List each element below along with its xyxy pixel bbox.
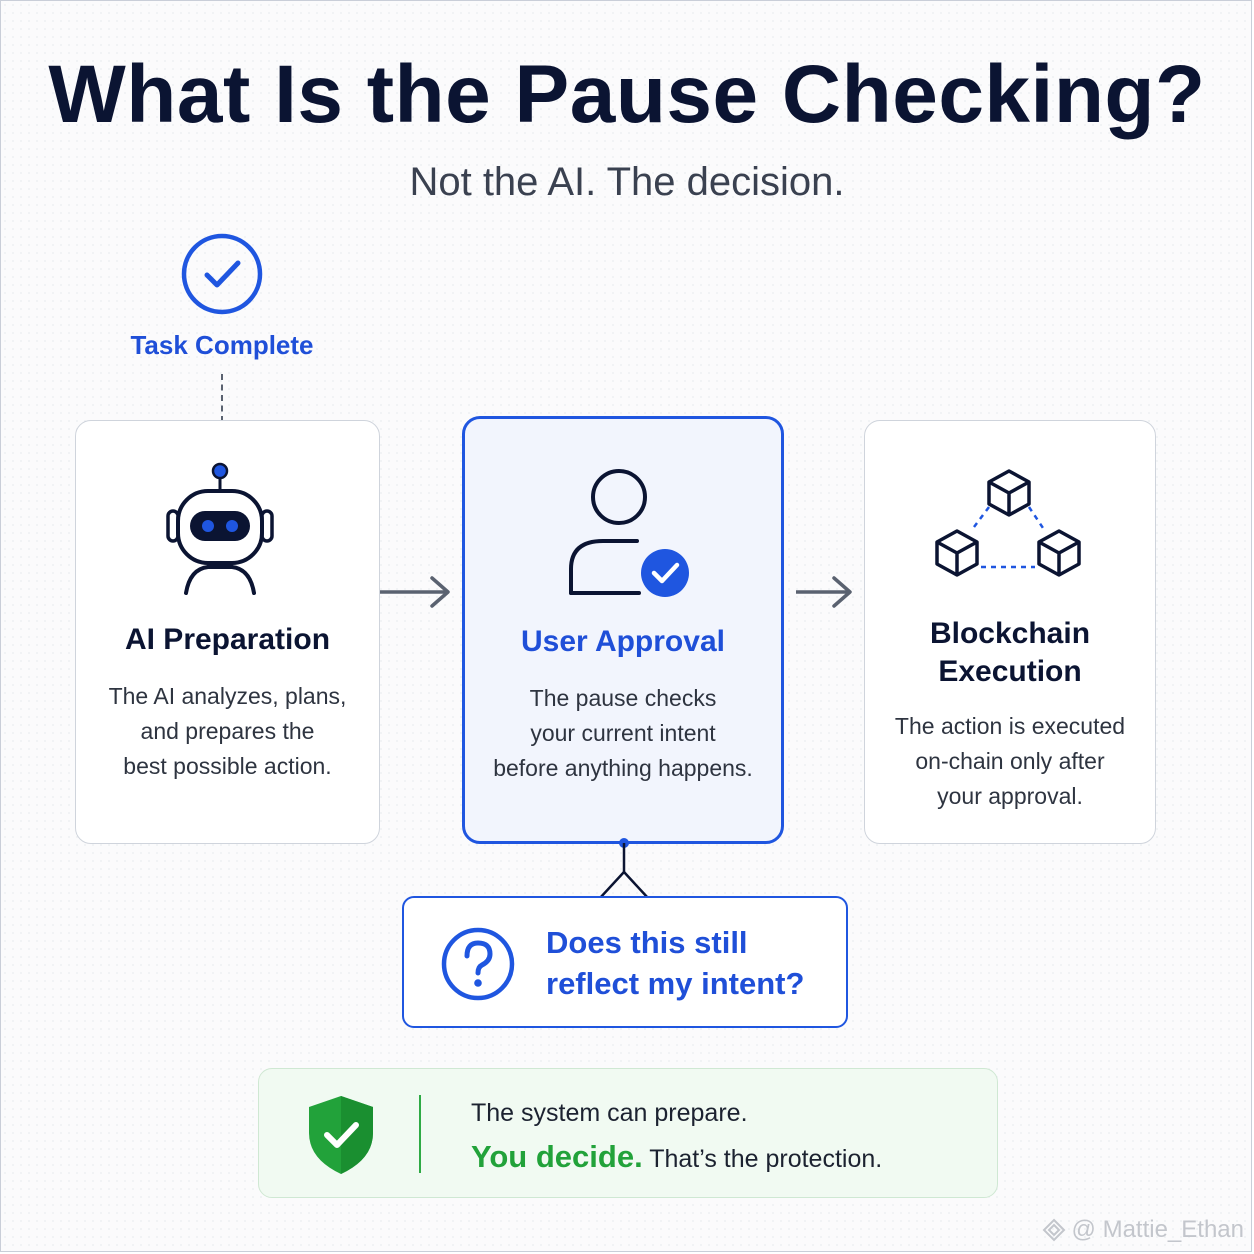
protection-summary: The system can prepare. You decide. That… bbox=[258, 1068, 998, 1198]
callout-connector bbox=[599, 838, 649, 899]
task-complete-label: Task Complete bbox=[130, 330, 314, 360]
dashed-connector bbox=[221, 374, 223, 422]
question-text: Does this still reflect my intent? bbox=[546, 922, 836, 1004]
description-line: The pause checks bbox=[529, 685, 717, 711]
question-circle-icon bbox=[441, 927, 515, 1001]
step-card-blockchain-execution: Blockchain Execution The action is execu… bbox=[864, 420, 1156, 844]
page-subtitle: Not the AI. The decision. bbox=[409, 160, 845, 204]
divider bbox=[419, 1095, 421, 1173]
title-line: Execution bbox=[938, 655, 1082, 688]
step-title: Blockchain Execution bbox=[865, 615, 1155, 691]
description-line: your current intent bbox=[530, 720, 716, 746]
description-line: before anything happens. bbox=[493, 755, 753, 781]
arrow-right-icon bbox=[796, 576, 852, 608]
step-card-ai-preparation: AI Preparation The AI analyzes, plans, a… bbox=[75, 420, 380, 844]
description-line: best possible action. bbox=[123, 753, 332, 779]
description-line: your approval. bbox=[937, 783, 1083, 809]
step-card-user-approval: User Approval The pause checks your curr… bbox=[462, 416, 784, 844]
blockchain-cubes-icon bbox=[935, 469, 1081, 577]
description-line: on-chain only after bbox=[915, 748, 1105, 774]
summary-line-2: You decide. That’s the protection. bbox=[471, 1139, 882, 1175]
watermark-text: @ Mattie_Ethan bbox=[1071, 1216, 1244, 1243]
step-title: AI Preparation bbox=[124, 623, 331, 656]
description-line: The AI analyzes, plans, bbox=[108, 683, 347, 709]
diamond-logo-icon bbox=[1042, 1218, 1065, 1242]
user-check-icon bbox=[569, 469, 689, 597]
step-description: The AI analyzes, plans, and prepares the… bbox=[86, 679, 369, 784]
step-description: The action is executed on-chain only aft… bbox=[875, 709, 1145, 814]
check-circle-icon bbox=[181, 233, 263, 315]
description-line: and prepares the bbox=[140, 718, 315, 744]
watermark: @ Mattie_Ethan bbox=[1042, 1216, 1244, 1244]
summary-line-1: The system can prepare. bbox=[471, 1099, 748, 1127]
question-line: Does this still bbox=[546, 925, 748, 960]
title-line: Blockchain bbox=[929, 617, 1091, 650]
page-title: What Is the Pause Checking? bbox=[48, 49, 1206, 140]
question-line: reflect my intent? bbox=[546, 966, 805, 1001]
step-description: The pause checks your current intent bef… bbox=[475, 681, 771, 786]
robot-icon bbox=[166, 462, 274, 595]
you-decide-highlight: You decide. bbox=[471, 1139, 643, 1174]
shield-check-icon bbox=[309, 1096, 373, 1174]
step-title: User Approval bbox=[521, 625, 725, 658]
arrow-right-icon bbox=[380, 576, 450, 608]
description-line: The action is executed bbox=[894, 713, 1126, 739]
summary-rest: That’s the protection. bbox=[649, 1145, 883, 1173]
question-callout: Does this still reflect my intent? bbox=[402, 896, 848, 1028]
